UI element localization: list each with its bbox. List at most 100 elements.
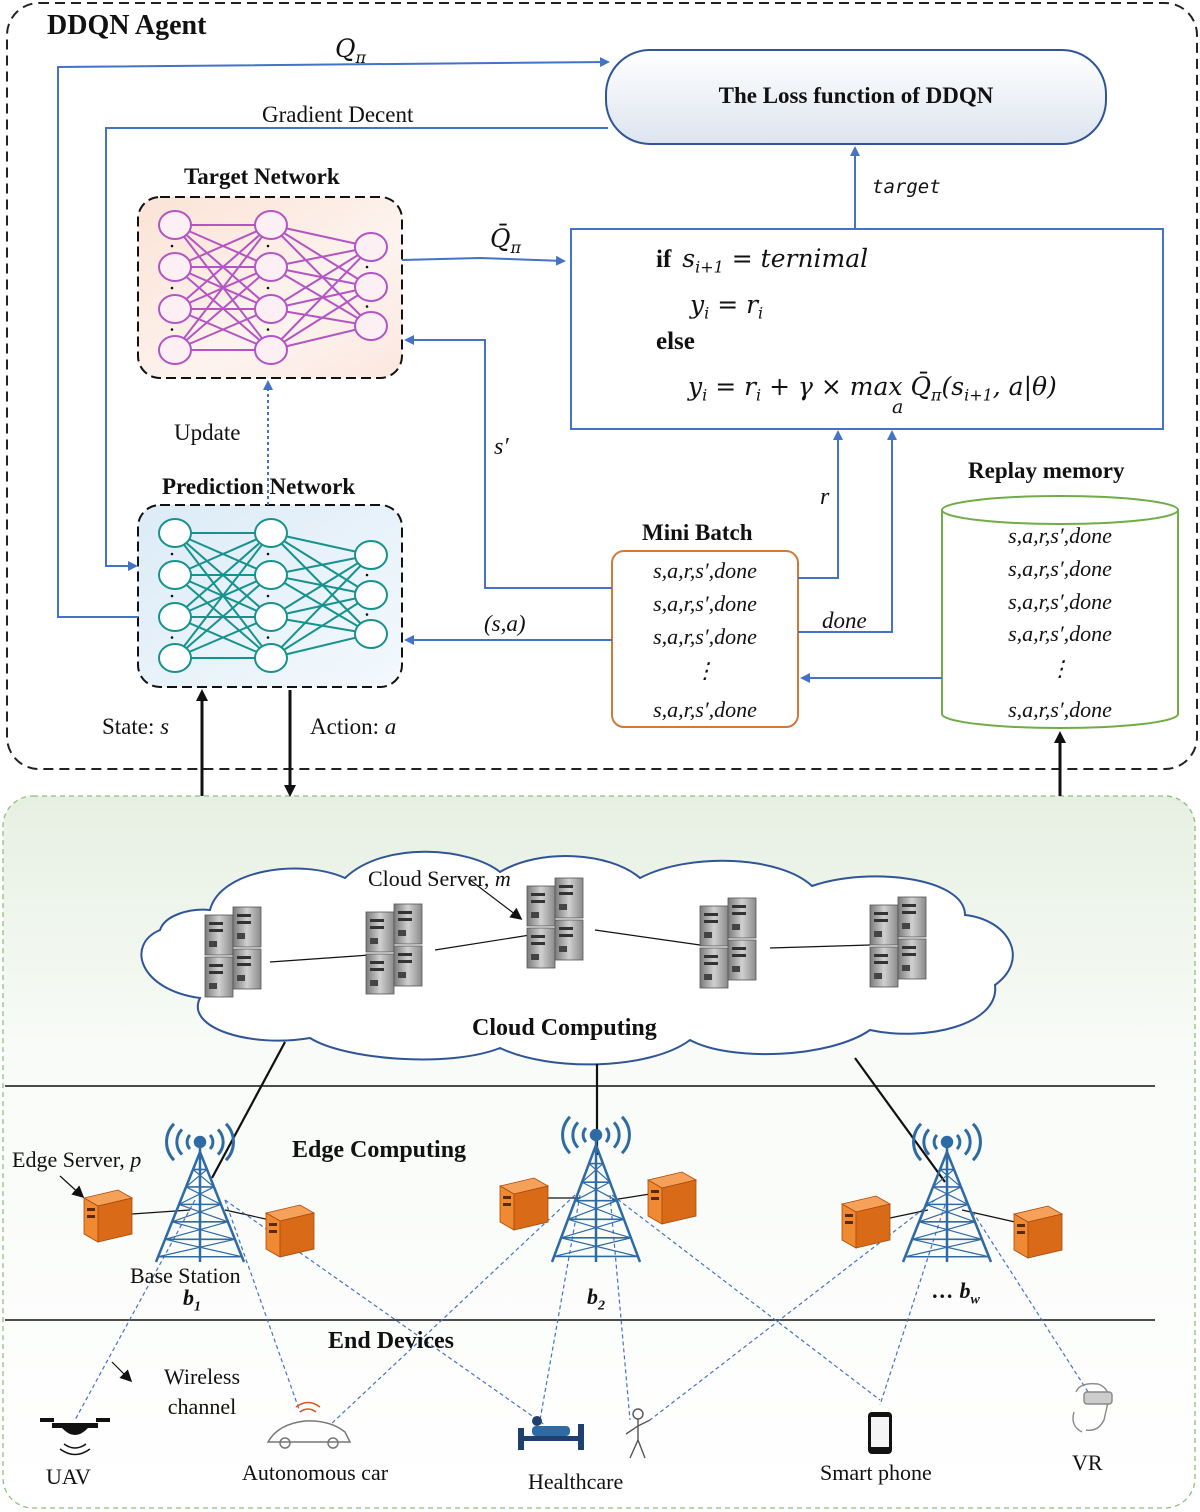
cloud-to-bw-link [854,1057,946,1183]
server-icon [526,927,556,969]
target-network-graph [158,210,388,365]
end-devices-label: End Devices [328,1328,454,1354]
server-icon [869,904,899,946]
server-icon [232,906,262,948]
mini-batch-title: Mini Batch [642,520,753,545]
edge-server-icon [1012,1205,1064,1259]
healthcare-icon [518,1408,651,1459]
neuron-node [158,294,192,324]
r-arrow [798,430,843,579]
server-icon [699,947,729,989]
q-pi-arrow [57,57,610,618]
server-icon [869,946,899,988]
edge-server-icon [840,1195,892,1249]
neuron-node [254,518,288,548]
edge-link-b1-left [131,1209,191,1215]
server-icon [204,956,234,998]
state-label: State: s [102,714,170,739]
device-label-autonomous-car: Autonomous car [242,1460,389,1485]
cloud-link-2 [434,934,531,951]
replay-memory-row: s,a,r,s′,done [1008,621,1112,646]
mini-batch-row: s,a,r,s′,done [653,591,757,616]
server-icon [526,885,556,927]
replay-memory-cylinder [941,495,1179,729]
neuron-node [354,311,388,341]
formula-line-4: yi = ri + γ × max Q̄π(si+1, a|θ) [688,372,1057,405]
cloud-to-b1-link [211,1041,286,1179]
s-prime-arrow [404,335,612,589]
server-icon [727,939,757,981]
cloud-computing-label: Cloud Computing [472,1015,657,1041]
edge-server-icon [264,1204,316,1258]
server-icon [232,948,262,990]
b2-label: b2 [587,1284,605,1314]
server-icon [554,919,584,961]
q-bar-label: Q̄π [490,224,522,257]
neuron-node [354,540,388,570]
edge-link-b2-right [611,1193,651,1201]
base-station-tower-icon [154,1122,246,1263]
device-label-uav: UAV [46,1464,91,1489]
device-label-vr: VR [1072,1450,1103,1475]
target-network-box [137,196,403,379]
edge-link-b1-right [224,1209,271,1221]
edge-computing-label: Edge Computing [292,1137,467,1163]
q-bar-arrow [401,255,566,266]
done-label: done [822,608,867,633]
target-formula-box [570,228,1164,430]
smart-phone-icon [868,1412,892,1454]
neuron-node [158,560,192,590]
cloud-link-3 [594,929,701,946]
base-stations [154,1115,993,1263]
replay-memory-title: Replay memory [968,458,1125,483]
wireless-label-1: Wireless [163,1364,241,1389]
neuron-node [254,210,288,240]
loss-function-box [605,49,1107,145]
neuron-node [254,643,288,673]
server-icon [699,905,729,947]
ddqn-agent-panel [6,2,1198,770]
neuron-node [354,272,388,302]
formula-line-3: else [656,328,695,355]
server-icon [204,914,234,956]
replay-memory-row: s,a,r,s′,done [1008,589,1112,614]
update-label: Update [174,420,241,445]
action-label: Action: a [310,714,397,739]
cloud-link-4 [769,944,871,949]
server-icon [554,877,584,919]
edge-server-pointer [59,1175,85,1199]
q-pi-label: Qπ [335,34,367,67]
base-station-tower-icon [901,1122,993,1263]
formula-line-2: yi = ri [690,290,764,323]
prediction-network-label: Prediction Network [162,474,356,499]
cloud-servers [204,877,927,998]
formula-line-1: if si+1 = ternimal [656,244,869,277]
base-station-tower-icon [550,1115,642,1263]
neuron-node [354,232,388,262]
mini-batch-row: s,a,r,s′,done [653,624,757,649]
replay-memory-row: ⋮ [1049,656,1071,681]
replay-memory-row: s,a,r,s′,done [1008,523,1112,548]
bw-label: … bw [932,1278,980,1308]
neuron-node [158,335,192,365]
neuron-node [254,560,288,590]
agent-title: DDQN Agent [47,10,207,41]
wireless-label-2: channel [167,1394,237,1419]
loss-function-label: The Loss function of DDQN [718,83,994,108]
neuron-node [158,210,192,240]
gradient-descent-label: Gradient Decent [262,102,414,127]
neuron-node [254,335,288,365]
neuron-node [158,252,192,282]
edge-server-icon [82,1189,134,1243]
neuron-node [354,580,388,610]
target-network-label: Target Network [184,164,340,189]
cloud-server-pointer [469,879,523,920]
server-icon [897,938,927,980]
neuron-node [158,643,192,673]
device-label-healthcare: Healthcare [528,1469,624,1494]
edge-link-bw-left [889,1209,929,1219]
neuron-node [254,294,288,324]
cloud-server-label: Cloud Server, m [368,866,511,891]
autonomous-car-icon [266,1401,352,1449]
